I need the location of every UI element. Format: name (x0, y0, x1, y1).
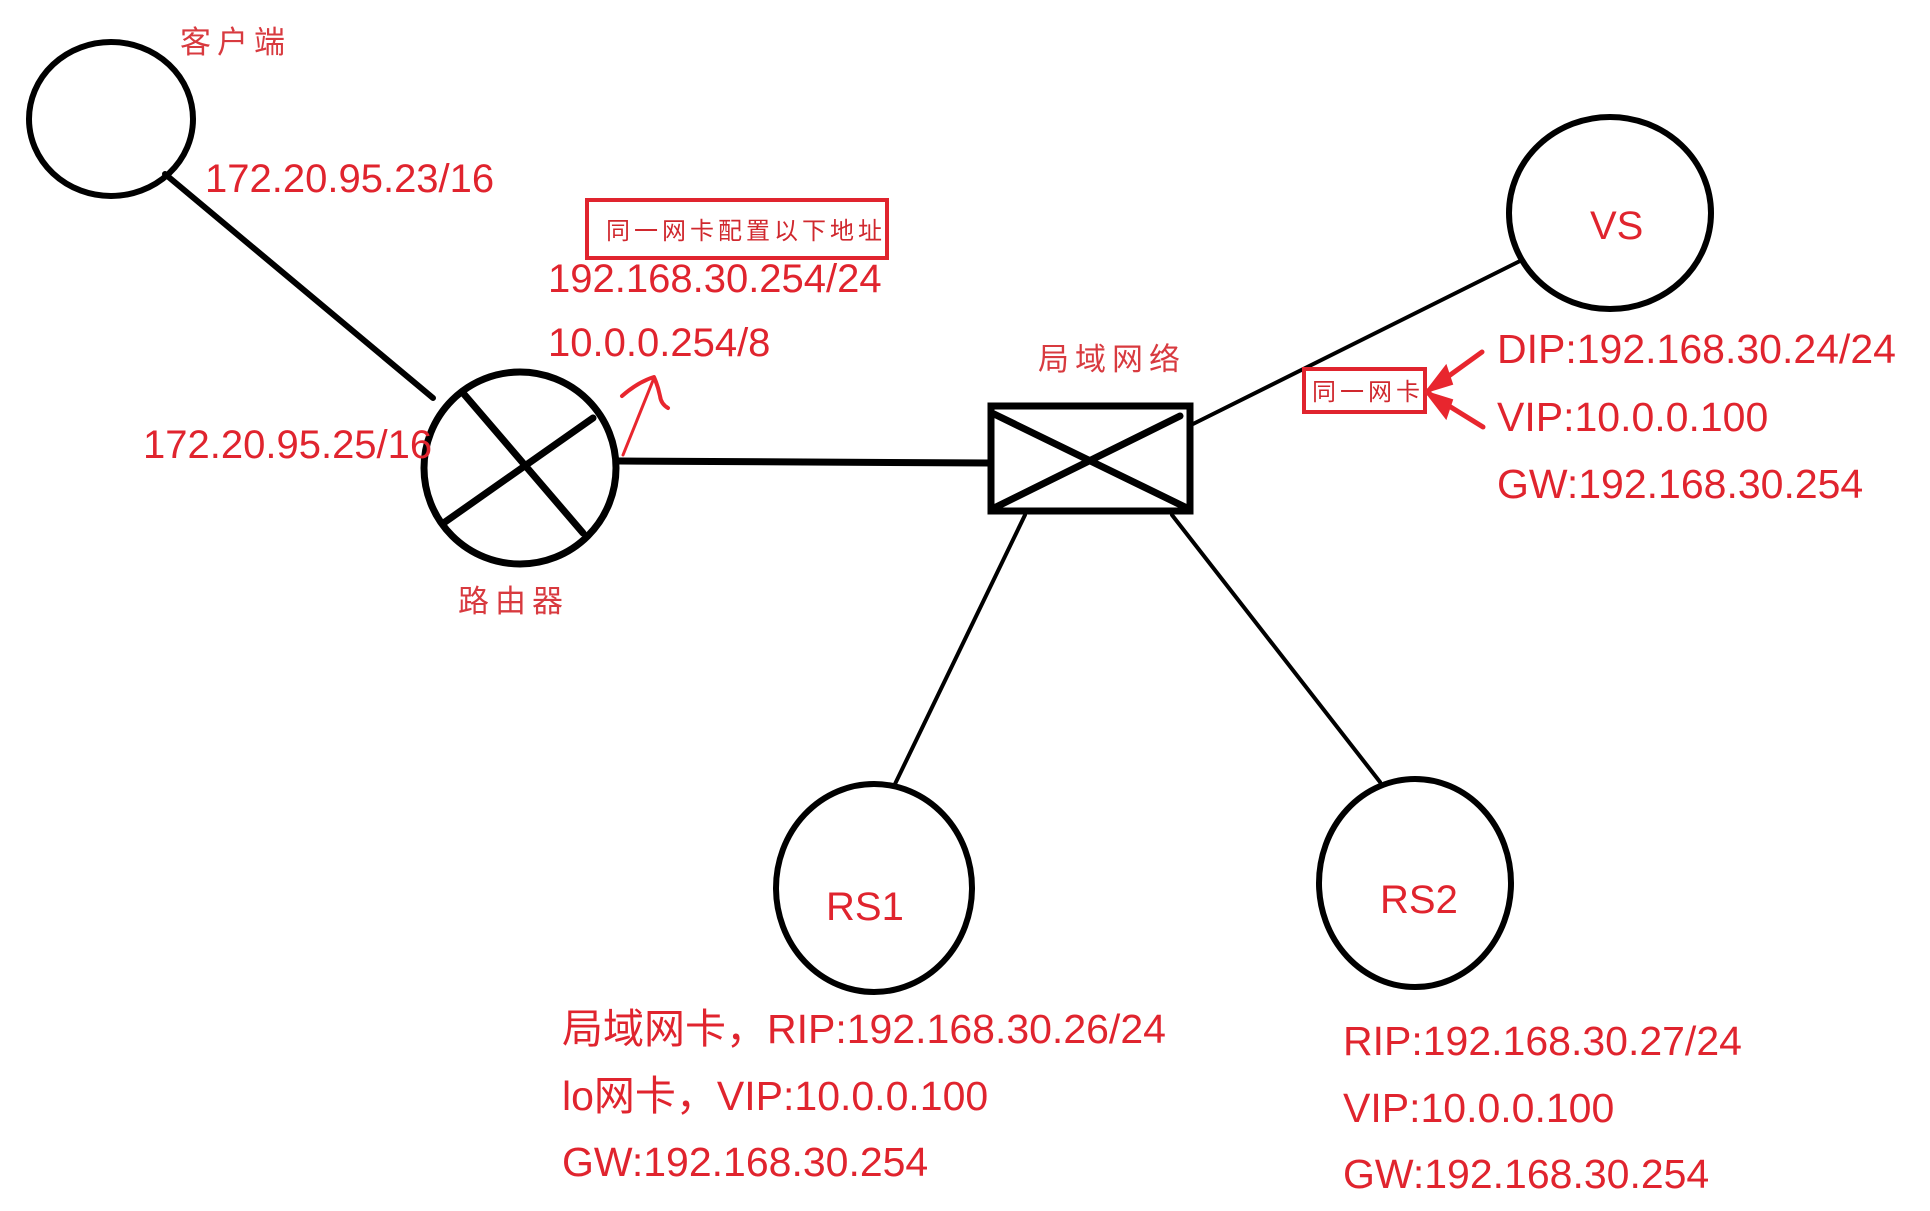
node-client: 客户端 172.20.95.23/16 (26, 25, 494, 201)
client-label: 客户端 (180, 25, 291, 61)
rs2-gw: GW:192.168.30.254 (1343, 1151, 1709, 1197)
rs1-rip: 局域网卡，RIP:192.168.30.26/24 (562, 1006, 1166, 1052)
router-circle (420, 368, 620, 568)
link-router-switch (615, 457, 994, 467)
router-same-nic-note: 同一网卡配置以下地址 (606, 217, 886, 245)
vs-label: VS (1590, 204, 1643, 248)
router-same-nic-note-box (585, 198, 889, 260)
switch-cross-line-2 (990, 412, 1184, 512)
switch-box (987, 402, 1194, 515)
link-switch-vs (1191, 258, 1524, 426)
node-rs2: RS2 RIP:192.168.30.27/24 VIP:10.0.0.100 … (1316, 776, 1742, 1197)
links (162, 171, 1524, 786)
node-switch: 局域网络 (987, 342, 1194, 515)
router-inner-ip-1: 192.168.30.254/24 (548, 257, 882, 301)
vs-circle (1506, 114, 1714, 312)
link-client-router (162, 171, 436, 401)
rs1-gw: GW:192.168.30.254 (562, 1139, 928, 1185)
rs1-label: RS1 (826, 885, 904, 929)
arrow-icon (620, 375, 670, 457)
client-ip: 172.20.95.23/16 (205, 157, 494, 201)
vs-vip: VIP:10.0.0.100 (1497, 394, 1768, 440)
rs1-circle (773, 781, 975, 995)
rs1-vip: lo网卡，VIP:10.0.0.100 (562, 1073, 988, 1119)
rs2-rip: RIP:192.168.30.27/24 (1343, 1018, 1742, 1064)
vs-dip: DIP:192.168.30.24/24 (1497, 326, 1896, 372)
router-inner-ip-2: 10.0.0.254/8 (548, 321, 770, 365)
rs2-vip: VIP:10.0.0.100 (1343, 1085, 1614, 1131)
rs2-circle (1316, 776, 1514, 990)
arrow-icon (1423, 349, 1486, 430)
vs-same-nic-note: 同一网卡 (1312, 378, 1424, 406)
vs-gw: GW:192.168.30.254 (1497, 461, 1863, 507)
link-switch-rs1 (893, 513, 1027, 786)
router-outer-ip: 172.20.95.25/16 (143, 423, 432, 467)
node-rs1: RS1 局域网卡，RIP:192.168.30.26/24 lo网卡，VIP:1… (562, 781, 1166, 1185)
router-label: 路由器 (458, 584, 569, 620)
link-switch-rs2 (1170, 513, 1382, 784)
node-vs: VS 同一网卡 DIP:192.168.30.24/24 VIP:10.0.0.… (1302, 114, 1896, 507)
vs-same-nic-note-box (1302, 367, 1427, 414)
node-router: 172.20.95.25/16 路由器 同一网卡配置以下地址 192.168.3… (143, 198, 889, 620)
switch-label: 局域网络 (1038, 342, 1186, 378)
router-cross-line-2 (441, 414, 597, 526)
client-circle (26, 39, 196, 199)
rs2-label: RS2 (1380, 878, 1458, 922)
